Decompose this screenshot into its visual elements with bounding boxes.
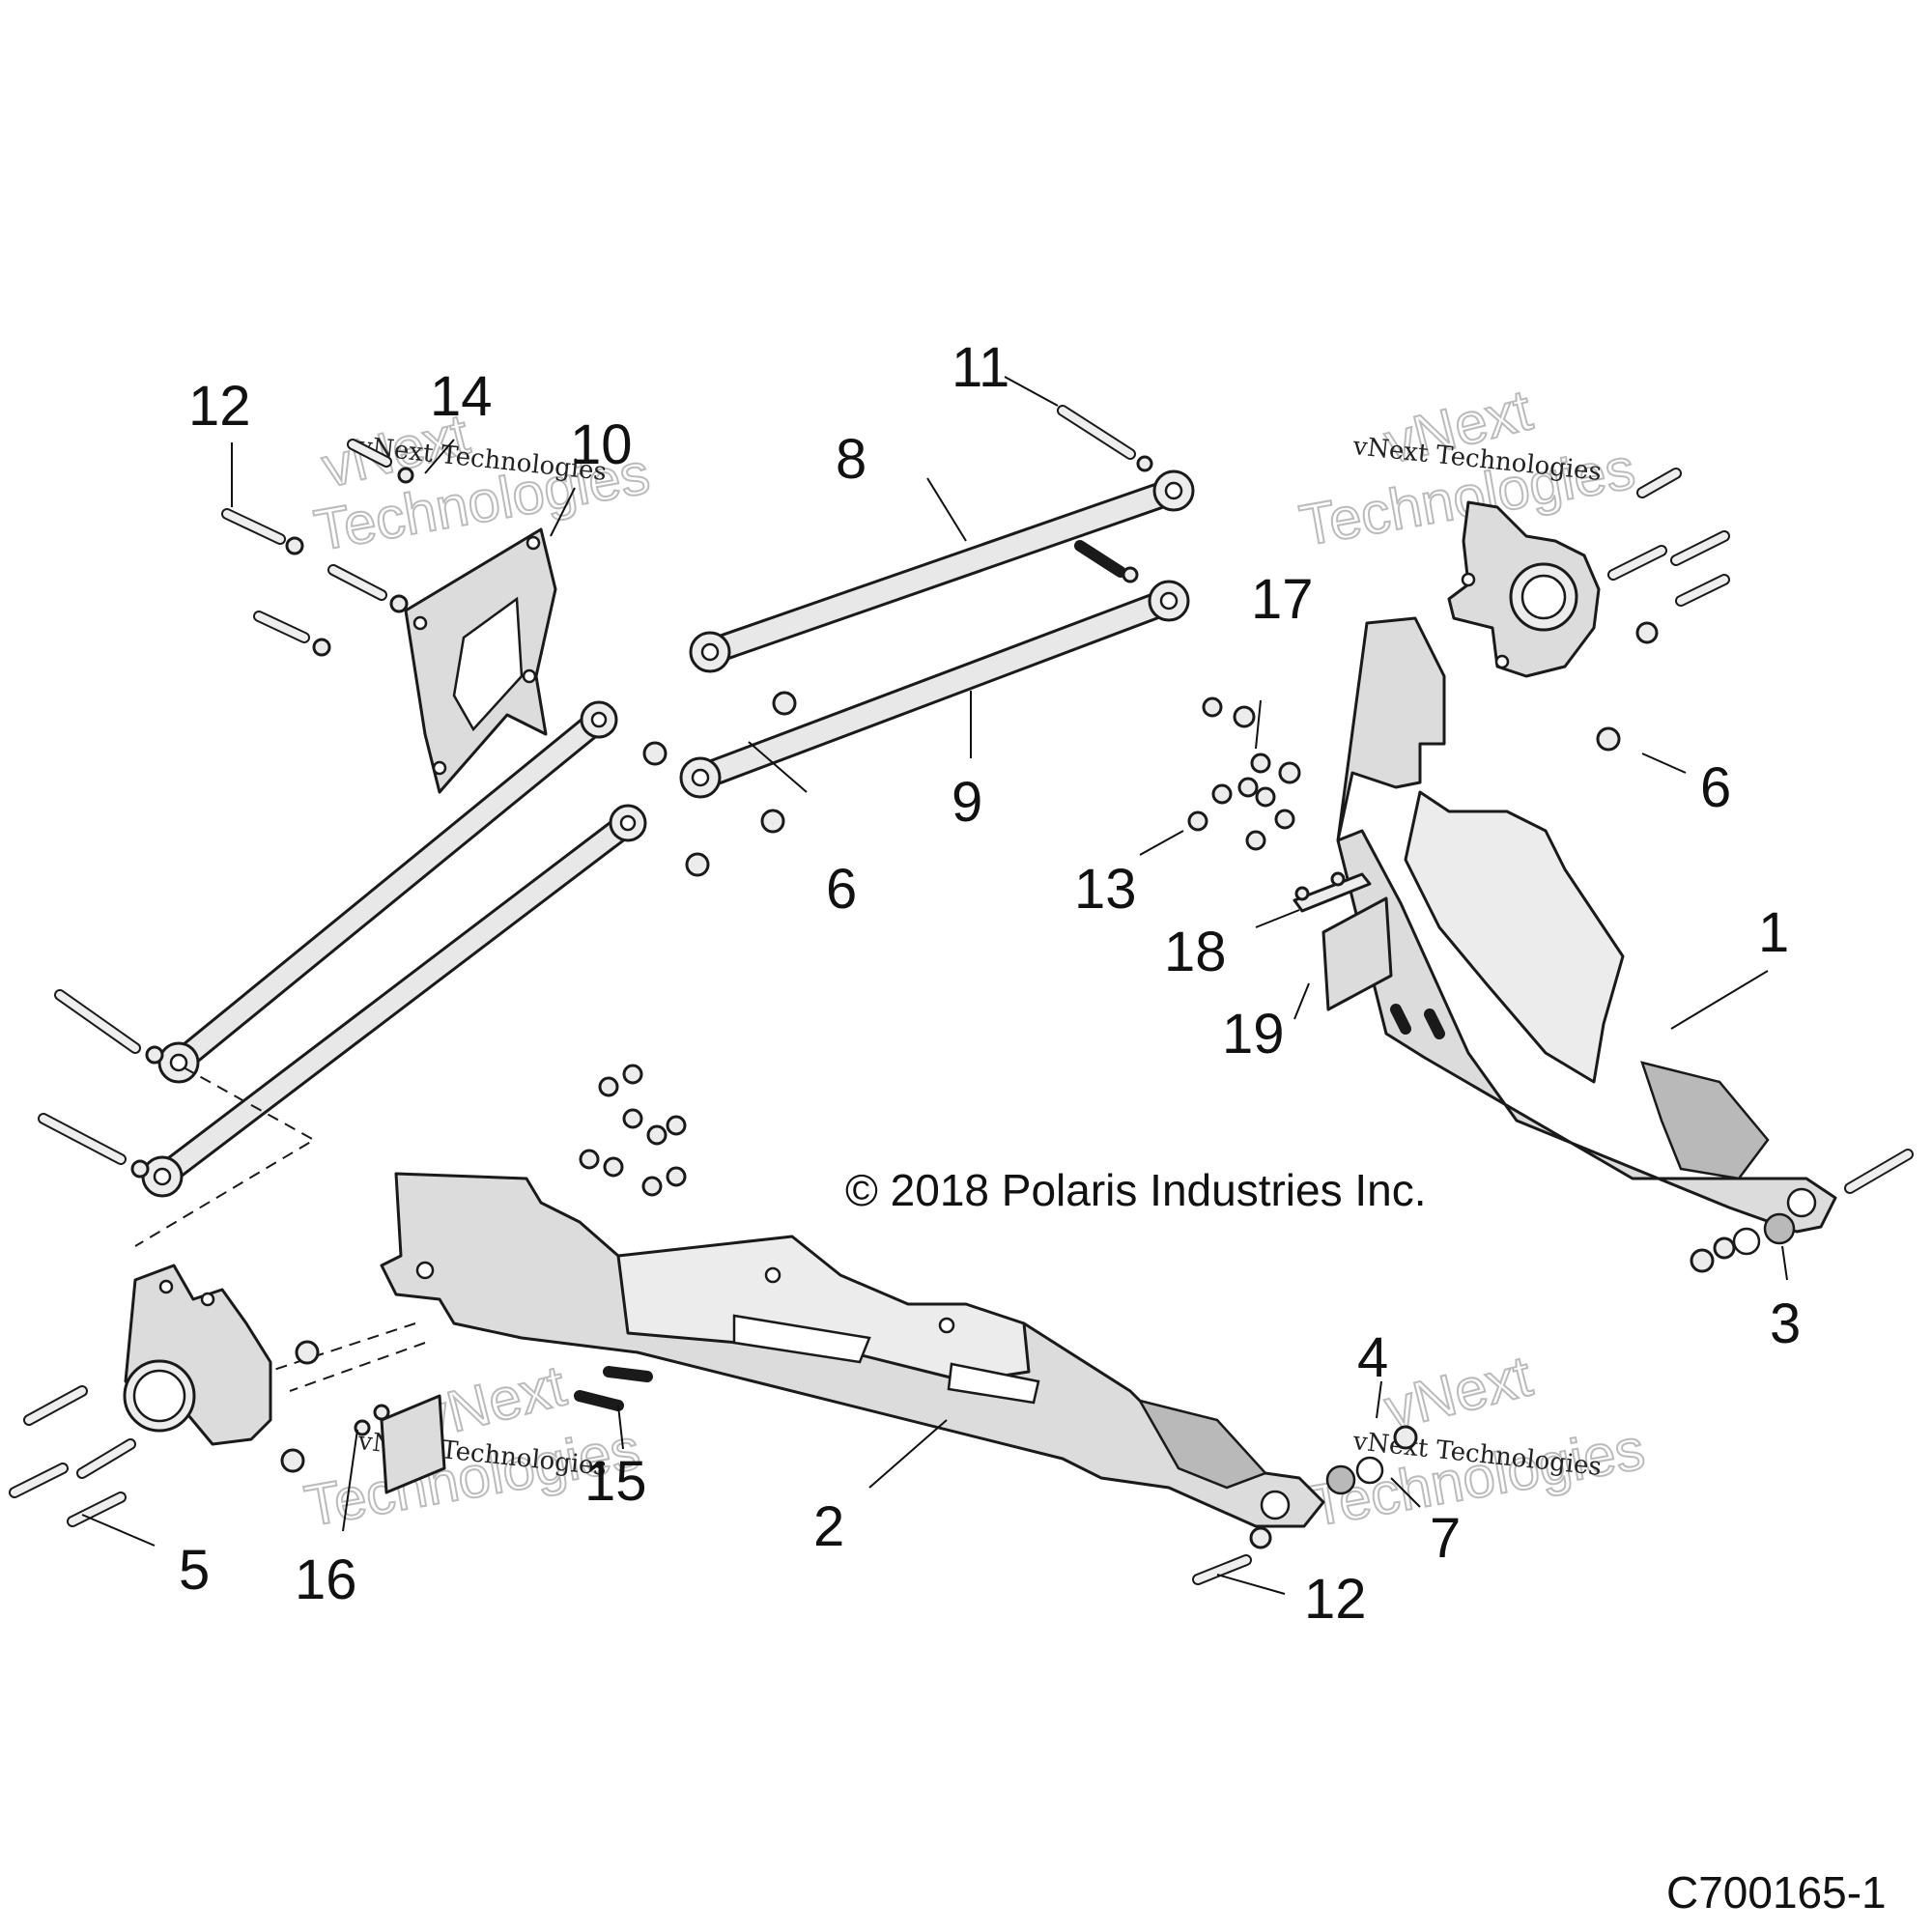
- callout-7: 7: [1430, 1507, 1461, 1570]
- callout-1: 1: [1758, 901, 1789, 964]
- callout-5: 5: [179, 1539, 210, 1602]
- callout-16: 16: [295, 1548, 357, 1611]
- callout-9: 9: [952, 771, 982, 834]
- pivot-bolt-right: [1844, 1149, 1914, 1194]
- hub-bolt-right-1: [1636, 468, 1682, 498]
- nut-16a: [354, 1419, 371, 1436]
- rod-end-bolt-upper: [54, 989, 164, 1065]
- plate-bolt-3: [253, 611, 331, 657]
- alignment-line-bracket: [289, 1342, 426, 1392]
- trailing-arm-right: [1336, 616, 1837, 1234]
- callout-15: 15: [584, 1450, 647, 1513]
- bolt-15a: [603, 1366, 653, 1382]
- skid-plate: [1321, 896, 1393, 1011]
- bolt-15b: [574, 1390, 624, 1411]
- hub-bolt-right-2: [1607, 545, 1667, 581]
- callout-6-center: 6: [826, 858, 857, 921]
- trailing-arm-left: [380, 1172, 1325, 1528]
- hub-bolt-right-4: [1675, 574, 1730, 607]
- nut-cluster-left-arm: [579, 1064, 687, 1197]
- nut-right-hub: [1635, 621, 1659, 644]
- hub-bracket-left: [123, 1264, 272, 1446]
- plate-bolt-4: [347, 439, 414, 484]
- radius-rod-upper: [689, 469, 1195, 673]
- bushing-hardware-right: [1690, 1212, 1796, 1273]
- alignment-line-lower: [134, 1322, 416, 1416]
- nut-left-hub-1: [295, 1340, 320, 1365]
- callout-14: 14: [430, 365, 493, 428]
- bracket-strip: [1293, 871, 1372, 913]
- mounting-plate: [404, 527, 557, 794]
- nut-16b: [373, 1404, 390, 1421]
- callout-18: 18: [1164, 921, 1227, 983]
- drawing-number: C700165-1: [1666, 1867, 1887, 1918]
- rod-bolt-hidden: [1074, 540, 1126, 578]
- plate-bolt-2: [327, 564, 409, 613]
- hub-bracket-right: [1447, 500, 1601, 678]
- rod-end-bolt-lower: [38, 1113, 150, 1179]
- leader-lines: [81, 376, 1788, 1595]
- hub-bolt-left-2: [9, 1463, 69, 1498]
- callout-19: 19: [1222, 1003, 1285, 1065]
- callout-2: 2: [813, 1495, 844, 1558]
- rod-bolt-11: [1057, 405, 1153, 472]
- radius-rod-lower: [679, 580, 1190, 799]
- copyright-notice: © 2018 Polaris Industries Inc.: [845, 1165, 1427, 1215]
- nut-left-hub-2: [280, 1448, 305, 1473]
- callout-8: 8: [836, 428, 867, 491]
- callout-3: 3: [1770, 1293, 1801, 1355]
- mount-plate-16: [380, 1394, 446, 1494]
- tie-rod-left-lower: [141, 804, 647, 1198]
- rod-bolt-washer: [1122, 566, 1139, 583]
- bushing-hardware-left: [1325, 1425, 1418, 1495]
- nut-group-center: [642, 691, 797, 877]
- callout-17: 17: [1251, 568, 1314, 631]
- callout-4: 4: [1357, 1326, 1388, 1389]
- hub-bolt-right-3: [1670, 530, 1730, 566]
- washer-cluster: [1187, 696, 1301, 851]
- plate-bolt-1: [221, 508, 304, 555]
- callout-12-top: 12: [188, 375, 251, 438]
- watermark-top-left: vNext Technologies vNext Technologies: [309, 400, 656, 563]
- callout-10: 10: [570, 413, 633, 476]
- hub-bolt-left-1: [23, 1385, 88, 1426]
- tie-rod-left-upper: [157, 700, 618, 1084]
- callout-labels: 1 2 3 4 5 6 6 7 8 9 10 11 12 12 13 14 15…: [179, 336, 1801, 1631]
- hub-bolt-left-3: [76, 1438, 136, 1479]
- callout-12-bottom: 12: [1304, 1568, 1367, 1631]
- alignment-line-upper: [134, 1066, 317, 1247]
- callout-11: 11: [952, 336, 1009, 399]
- callout-6-right: 6: [1700, 756, 1731, 819]
- hub-bolt-left-4: [67, 1492, 127, 1527]
- nut-6-right: [1596, 726, 1621, 752]
- skid-plate-bolts: [1390, 1004, 1445, 1039]
- pivot-bolt-left: [1192, 1526, 1272, 1585]
- callout-13: 13: [1074, 858, 1137, 921]
